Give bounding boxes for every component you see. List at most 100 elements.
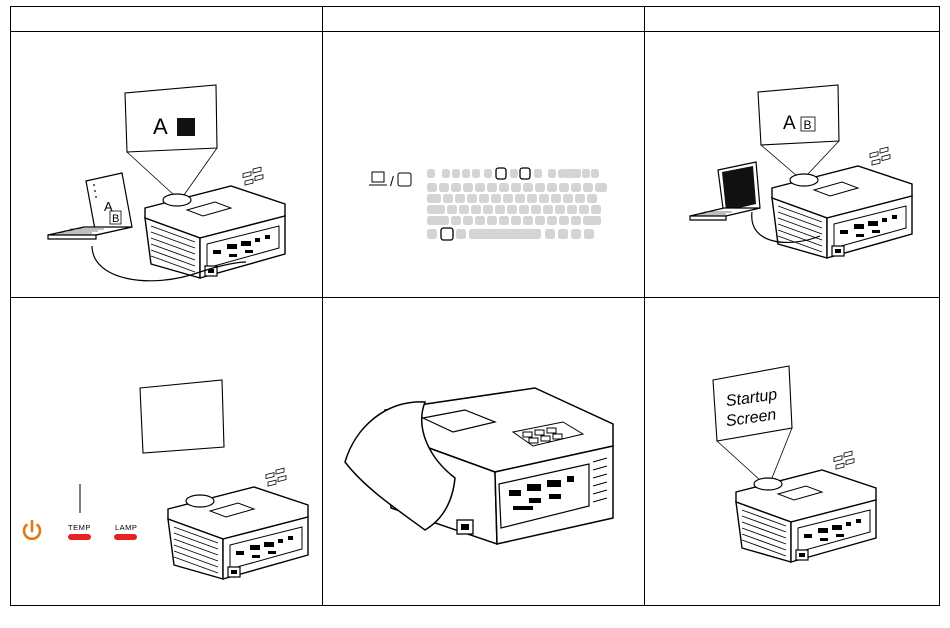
- keyboard-key: [583, 216, 601, 225]
- panel-status-leds: TEMP LAMP: [24, 380, 308, 579]
- keyboard-key: [469, 229, 541, 239]
- panel-lens-cover: [345, 388, 613, 544]
- keyboard-key: [475, 216, 485, 225]
- keyboard-key: [510, 169, 518, 178]
- panel-slide-ab: A B: [690, 85, 912, 258]
- keyboard-key: [591, 169, 599, 178]
- keyboard-key: [459, 205, 469, 214]
- keyboard-key: [507, 205, 517, 214]
- keyboard-key: [472, 169, 480, 178]
- highlighted-key: [496, 168, 506, 179]
- keyboard-key: [515, 194, 525, 203]
- power-icon: [24, 521, 40, 539]
- projector-icon: [145, 167, 285, 278]
- keyboard-key: [439, 183, 449, 192]
- keyboard-key: [443, 194, 453, 203]
- keyboard-key: [531, 205, 541, 214]
- keyboard-key: [452, 169, 460, 178]
- keyboard-key: [463, 183, 473, 192]
- panel-startup-screen: Startup Screen: [713, 366, 876, 562]
- slide-letter-a: A: [153, 114, 168, 139]
- projected-screen: [758, 85, 839, 145]
- keyboard-key: [583, 183, 593, 192]
- keyboard-key: [575, 194, 585, 203]
- keyboard-key: [471, 205, 481, 214]
- keyboard-key: [584, 229, 594, 239]
- keyboard-key: [503, 194, 513, 203]
- keyboard-key: [475, 183, 485, 192]
- laptop-dark-screen-icon: [690, 162, 760, 220]
- temp-led: [68, 534, 91, 540]
- keyboard-key: [535, 183, 545, 192]
- laptop-icon: [369, 172, 387, 185]
- slide-black-box: [177, 118, 195, 136]
- keyboard-key: [427, 194, 441, 203]
- keyboard-key: [555, 205, 565, 214]
- keyboard-key: [523, 216, 533, 225]
- keyboard-key: [499, 183, 509, 192]
- projector-icon: [168, 468, 308, 579]
- keyboard-key: [451, 183, 461, 192]
- lamp-led: [114, 534, 137, 540]
- keyboard-key: [559, 216, 569, 225]
- keyboard-key: [451, 216, 461, 225]
- slide-letter-a: A: [783, 113, 796, 134]
- keyboard-key: [573, 169, 581, 178]
- blank-projected-screen: [140, 380, 224, 453]
- keyboard-key: [563, 194, 573, 203]
- keyboard-key: [535, 216, 545, 225]
- keyboard-key: [591, 205, 601, 214]
- keyboard-key: [427, 169, 435, 178]
- keyboard-key: [551, 194, 561, 203]
- keyboard-key: [579, 205, 589, 214]
- keyboard-key: [462, 169, 470, 178]
- keyboard-key: [483, 205, 493, 214]
- keyboard-key: [467, 194, 477, 203]
- keyboard-key: [427, 229, 437, 239]
- keyboard-key: [455, 194, 465, 203]
- keyboard-key: [534, 169, 542, 178]
- laptop-letter-b: B: [112, 213, 119, 225]
- projector-icon: [736, 451, 876, 562]
- keyboard-key: [571, 216, 581, 225]
- keyboard-key: [427, 205, 445, 214]
- icon-separator: /: [390, 173, 394, 189]
- keyboard-key: [456, 229, 466, 239]
- keyboard: [427, 168, 607, 240]
- keyboard-key: [442, 169, 450, 178]
- keyboard-key: [527, 194, 537, 203]
- keyboard-key: [547, 216, 557, 225]
- projected-screen: [125, 85, 217, 152]
- keyboard-key: [519, 205, 529, 214]
- keyboard-key: [547, 183, 557, 192]
- keyboard-key: [582, 169, 590, 178]
- keyboard-key: [511, 183, 521, 192]
- temp-label: TEMP: [68, 523, 91, 532]
- keyboard-key: [523, 183, 533, 192]
- laptop-icon: A B: [48, 173, 132, 239]
- highlighted-key: [441, 228, 453, 240]
- keyboard-key: [427, 216, 449, 225]
- keyboard-key: [479, 194, 489, 203]
- keyboard-key: [558, 229, 568, 239]
- highlighted-key: [520, 168, 530, 179]
- projector-icon: [772, 147, 912, 258]
- panel-laptop-mirror: A A B: [48, 85, 285, 281]
- slide-letter-b: B: [804, 118, 812, 132]
- keyboard-key: [587, 194, 597, 203]
- panel-keyboard: /: [369, 168, 607, 240]
- keyboard-key: [567, 205, 577, 214]
- monitor-icon: [398, 173, 411, 186]
- keyboard-key: [484, 169, 492, 178]
- keyboard-key: [571, 183, 581, 192]
- keyboard-key: [543, 205, 553, 214]
- keyboard-key: [548, 169, 556, 178]
- keyboard-key: [595, 183, 607, 192]
- keyboard-key: [564, 169, 572, 178]
- keyboard-key: [539, 194, 549, 203]
- keyboard-key: [487, 216, 497, 225]
- keyboard-key: [463, 216, 473, 225]
- keyboard-key: [487, 183, 497, 192]
- keyboard-key: [559, 183, 569, 192]
